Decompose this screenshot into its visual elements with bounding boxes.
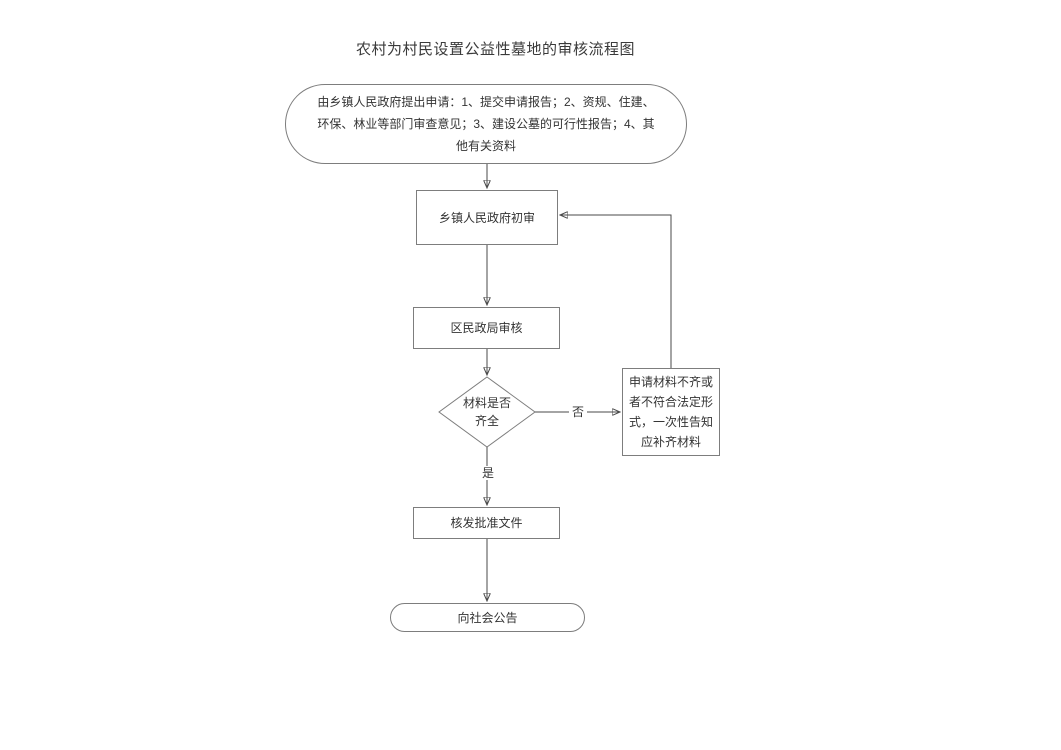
node-announce-terminator: 向社会公告 [390, 603, 585, 632]
edge-label-yes: 是 [479, 466, 498, 480]
node-notify-incomplete: 申请材料不齐或者不符合法定形式，一次性告知应补齐材料 [622, 368, 720, 456]
node-start-terminator: 由乡镇人民政府提出申请：1、提交申请报告；2、资规、住建、环保、林业等部门审查意… [285, 84, 687, 164]
edge-label-no: 否 [569, 405, 588, 419]
arrow-notify-feedback [560, 215, 672, 368]
diagram-title: 农村为村民设置公益性墓地的审核流程图 [355, 41, 635, 58]
node-district-review: 区民政局审核 [413, 307, 560, 349]
node-township-review: 乡镇人民政府初审 [416, 190, 558, 245]
node-issue-approval: 核发批准文件 [413, 507, 560, 539]
node-decision-label: 材料是否齐全 [462, 396, 511, 428]
